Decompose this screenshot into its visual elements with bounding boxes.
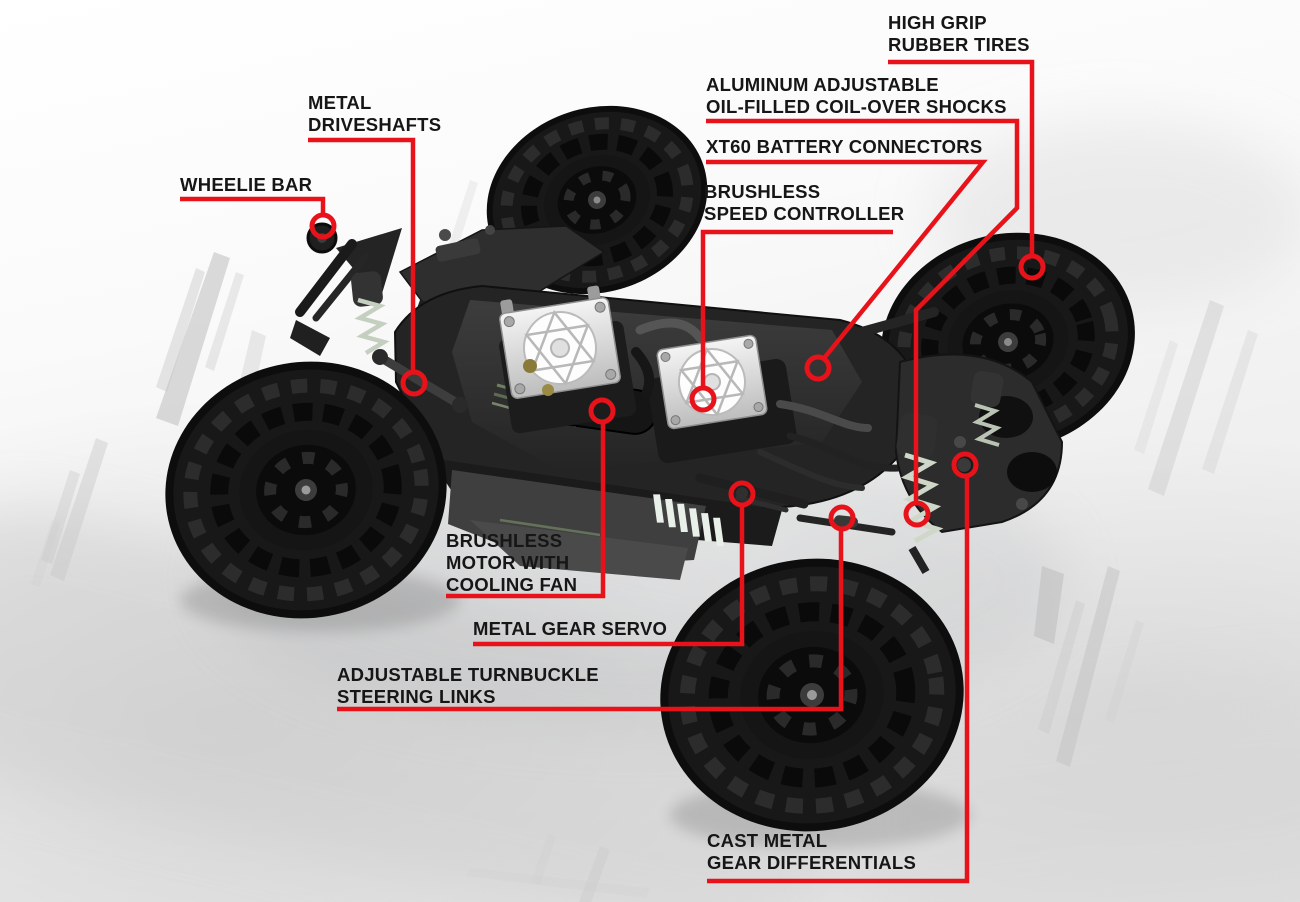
label-line: WHEELIE BAR	[180, 174, 313, 195]
label-line: ALUMINUM ADJUSTABLE	[706, 74, 939, 95]
label-xt60-battery-connectors: XT60 BATTERY CONNECTORS	[706, 136, 982, 158]
label-high-grip-rubber-tires: HIGH GRIP RUBBER TIRES	[888, 12, 1030, 56]
label-line: CAST METAL	[707, 830, 828, 851]
callout-line-cast-metal-gear-differentials	[707, 451, 979, 884]
label-line: GEAR DIFFERENTIALS	[707, 852, 917, 873]
wiring	[523, 318, 902, 491]
label-line: ADJUSTABLE TURNBUCKLE	[337, 664, 599, 685]
label-line: XT60 BATTERY CONNECTORS	[706, 136, 983, 157]
label-metal-gear-servo: METAL GEAR SERVO	[473, 618, 667, 640]
callout-line-metal-gear-servo	[473, 480, 756, 647]
label-wheelie-bar: WHEELIE BAR	[180, 174, 312, 196]
label-metal-driveshafts: METAL DRIVESHAFTS	[308, 92, 441, 136]
tire-front-left	[165, 361, 447, 619]
callout-line-brushless-speed-controller	[689, 229, 893, 413]
label-line: HIGH GRIP	[888, 12, 987, 33]
speed-controller-part	[647, 334, 797, 463]
brush-claw-marks	[31, 180, 1258, 902]
label-line: BRUSHLESS	[446, 530, 563, 551]
callout-line-adjustable-turnbuckle-steering-links	[337, 504, 856, 712]
label-line: METAL	[308, 92, 372, 113]
callout-line-wheelie-bar	[180, 196, 337, 240]
label-adjustable-turnbuckle-steering-links: ADJUSTABLE TURNBUCKLE STEERING LINKS	[337, 664, 599, 708]
label-line: COOLING FAN	[446, 574, 578, 595]
label-brushless-speed-controller: BRUSHLESS SPEED CONTROLLER	[704, 181, 904, 225]
label-line: OIL-FILLED COIL-OVER SHOCKS	[706, 96, 1007, 117]
label-brushless-motor-with-cooling-fan: BRUSHLESS MOTOR WITH COOLING FAN	[446, 530, 577, 596]
heatsink-vents	[653, 494, 724, 547]
label-aluminum-coil-over-shocks: ALUMINUM ADJUSTABLE OIL-FILLED COIL-OVER…	[706, 74, 1007, 118]
label-line: BRUSHLESS	[704, 181, 821, 202]
label-line: SPEED CONTROLLER	[704, 203, 905, 224]
callout-line-aluminum-coil-over-shocks	[706, 118, 1020, 528]
callout-line-high-grip-rubber-tires	[888, 59, 1046, 281]
label-line: METAL GEAR SERVO	[473, 618, 668, 639]
label-line: MOTOR WITH	[446, 552, 570, 573]
label-line: RUBBER TIRES	[888, 34, 1030, 55]
tire-front-right	[660, 558, 964, 832]
callout-line-xt60-battery-connectors	[706, 159, 988, 382]
label-line: DRIVESHAFTS	[308, 114, 442, 135]
callout-line-brushless-motor-cooling-fan	[446, 397, 616, 599]
label-line: STEERING LINKS	[337, 686, 496, 707]
callout-line-metal-driveshafts	[308, 137, 428, 397]
label-cast-metal-gear-differentials: CAST METAL GEAR DIFFERENTIALS	[707, 830, 916, 874]
cooling-fan-motor	[499, 285, 637, 434]
